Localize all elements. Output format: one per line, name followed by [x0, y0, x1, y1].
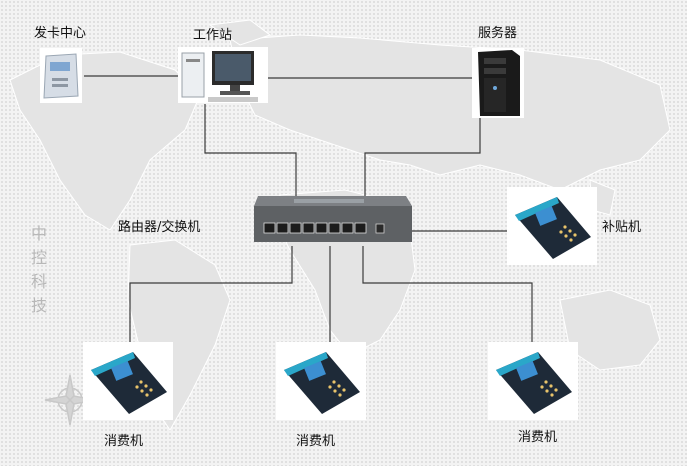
watermark-char: 科	[30, 272, 47, 291]
label-pos-terminal-3: 消费机	[518, 430, 558, 445]
watermark-char: 技	[30, 296, 47, 315]
watermark-char: 控	[30, 248, 47, 267]
watermark-char: 中	[30, 224, 47, 243]
network-switch-icon	[254, 196, 412, 242]
pos-terminal-1-icon	[83, 342, 173, 420]
link-workstation-switch	[204, 104, 297, 196]
link-switch-pos-1	[129, 246, 293, 345]
link-switch-pos-3	[362, 246, 533, 345]
compass-icon	[44, 374, 96, 426]
label-subsidy-terminal: 补贴机	[602, 220, 642, 235]
server-tower-icon	[472, 48, 524, 118]
label-server: 服务器	[478, 26, 518, 41]
link-server-switch	[364, 118, 481, 196]
watermark-text: 中 控 科 技	[30, 222, 48, 318]
subsidy-terminal-icon	[507, 187, 597, 265]
label-router-switch: 路由器/交换机	[118, 220, 201, 235]
label-card-center: 发卡中心	[34, 26, 87, 41]
pos-terminal-2-icon	[276, 342, 366, 420]
workstation-computer-icon	[178, 47, 268, 103]
label-pos-terminal-2: 消费机	[296, 434, 336, 449]
pos-terminal-3-icon	[488, 342, 578, 420]
label-workstation: 工作站	[193, 28, 233, 43]
card-reader-icon	[40, 48, 82, 103]
label-pos-terminal-1: 消费机	[104, 434, 144, 449]
connection-lines	[84, 75, 533, 345]
